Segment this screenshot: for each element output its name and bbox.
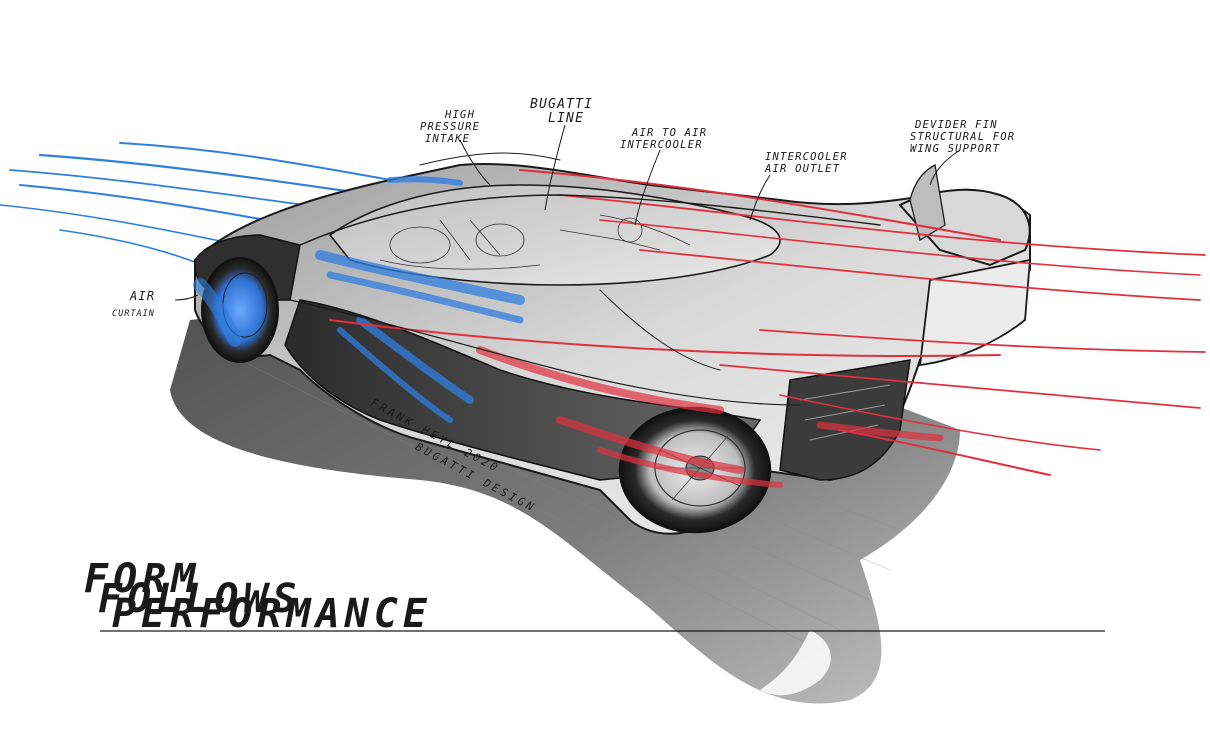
- svg-text:INTAKE: INTAKE: [425, 133, 470, 145]
- tagline-form-follows-performance: FORM FOLLOWS PERFORMANCE: [84, 556, 432, 637]
- tagline-line-1: FORM: [84, 556, 200, 602]
- shadow-highlight: [760, 630, 831, 696]
- label-air-to-air-intercooler: AIR TO AIR INTERCOOLER: [620, 127, 707, 151]
- blue-flow-over-body: [193, 176, 525, 423]
- rear-wheel: [618, 406, 772, 534]
- svg-text:STRUCTURAL FOR: STRUCTURAL FOR: [910, 131, 1015, 143]
- svg-text:LINE: LINE: [548, 111, 584, 126]
- tagline-line-2: FOLLOWS: [98, 576, 302, 622]
- svg-text:INTERCOOLER: INTERCOOLER: [765, 151, 848, 163]
- svg-text:HIGH: HIGH: [444, 109, 475, 121]
- svg-text:AIR TO AIR: AIR TO AIR: [631, 127, 707, 139]
- svg-text:AIR: AIR: [129, 289, 155, 303]
- label-bugatti-line: BUGATTI LINE: [530, 97, 593, 126]
- svg-text:AIR OUTLET: AIR OUTLET: [764, 163, 840, 175]
- svg-text:CURTAIN: CURTAIN: [112, 309, 155, 319]
- svg-text:DEVIDER FIN: DEVIDER FIN: [914, 119, 998, 131]
- label-air-curtain: AIR CURTAIN: [112, 289, 155, 319]
- tagline-line-3: PERFORMANCE: [112, 591, 432, 637]
- svg-text:INTERCOOLER: INTERCOOLER: [620, 139, 703, 151]
- svg-text:WING SUPPORT: WING SUPPORT: [910, 143, 1000, 155]
- body-linework: [289, 152, 881, 406]
- label-intercooler-air-outlet: INTERCOOLER AIR OUTLET: [764, 151, 848, 175]
- svg-text:BUGATTI: BUGATTI: [530, 97, 593, 112]
- label-devider-fin: DEVIDER FIN STRUCTURAL FOR WING SUPPORT: [910, 119, 1015, 155]
- cockpit-details: [379, 214, 691, 270]
- devider-fin: [909, 164, 946, 242]
- canopy: [328, 184, 781, 286]
- rear-diffuser: [779, 359, 911, 481]
- label-high-pressure-intake: HIGH PRESSURE INTAKE: [420, 109, 480, 145]
- hot-air-flow-lines: [329, 169, 1206, 488]
- annotation-leaders: [174, 124, 961, 301]
- svg-text:PRESSURE: PRESSURE: [420, 121, 480, 133]
